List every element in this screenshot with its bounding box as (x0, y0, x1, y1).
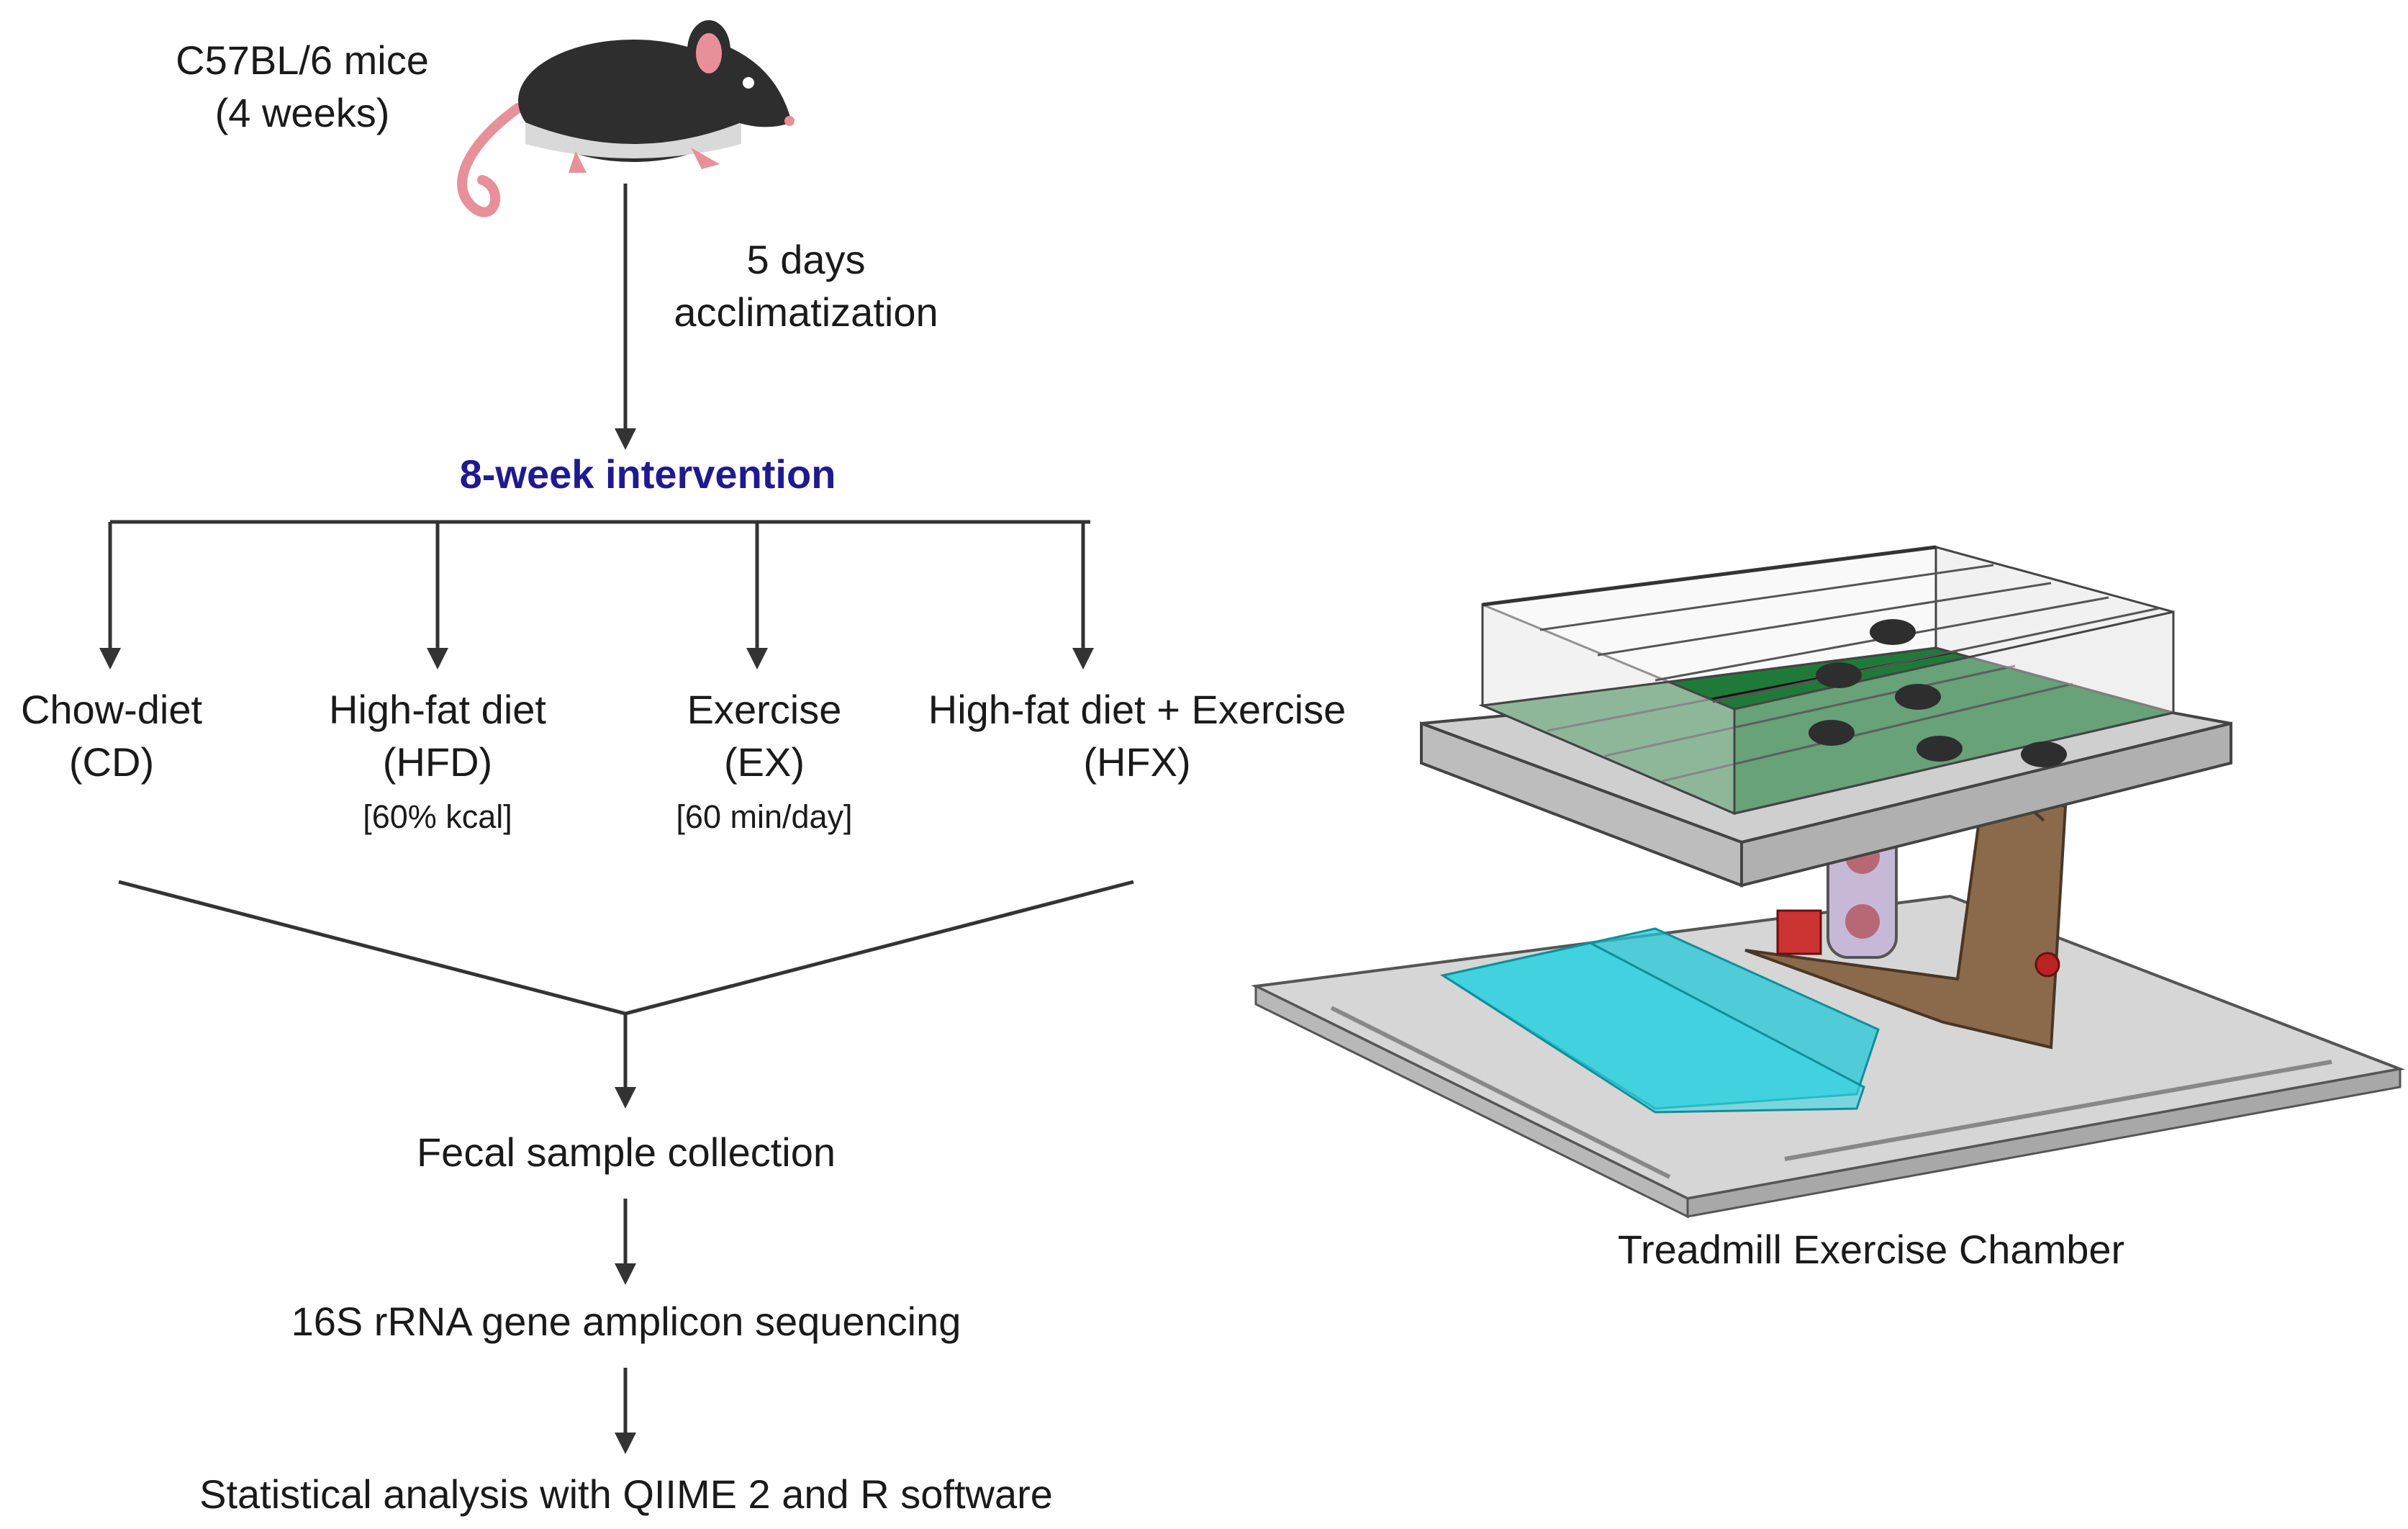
group-cd-name: Chow-diet (20, 687, 203, 732)
group-hfx-name: High-fat diet + Exercise (928, 687, 1346, 732)
acclimatization-line2: acclimatization (674, 289, 938, 335)
group-ex-detail: [60 min/day] (676, 798, 853, 835)
acclimatization-label: 5 days acclimatization (633, 234, 979, 339)
group-cd-abbr: (CD) (68, 739, 155, 785)
group-ex-abbr: (EX) (724, 739, 805, 785)
step-fecal: Fecal sample collection (416, 1129, 836, 1175)
acclimatization-line1: 5 days (746, 237, 866, 282)
group-ex-name: Exercise (687, 687, 842, 732)
intervention-title: 8-week intervention (459, 451, 836, 497)
group-hfd-name: High-fat diet (329, 687, 546, 732)
group-hfd-abbr: (HFD) (382, 739, 493, 785)
mouse-label-line2: (4 weeks) (214, 89, 390, 135)
group-hfx: High-fat diet + Exercise (HFX) (892, 684, 1382, 789)
group-hfd: High-fat diet (HFD) [60% kcal] (279, 684, 596, 838)
step-sequencing: 16S rRNA gene amplicon sequencing (291, 1299, 961, 1344)
group-ex: Exercise (EX) [60 min/day] (620, 684, 908, 838)
mouse-label: C57BL/6 mice (4 weeks) (137, 35, 468, 140)
treadmill-caption: Treadmill Exercise Chamber (1617, 1227, 2125, 1272)
step-analysis: Statistical analysis with QIIME 2 and R … (199, 1471, 1053, 1517)
group-cd: Chow-diet (CD) (0, 684, 223, 789)
mouse-label-line1: C57BL/6 mice (176, 37, 429, 83)
group-hfx-abbr: (HFX) (1083, 739, 1191, 785)
treadmill-illustration (1251, 545, 2406, 1219)
group-hfd-detail: [60% kcal] (363, 798, 512, 835)
merge-funnel (118, 880, 1134, 1016)
mouse-illustration (457, 20, 795, 217)
